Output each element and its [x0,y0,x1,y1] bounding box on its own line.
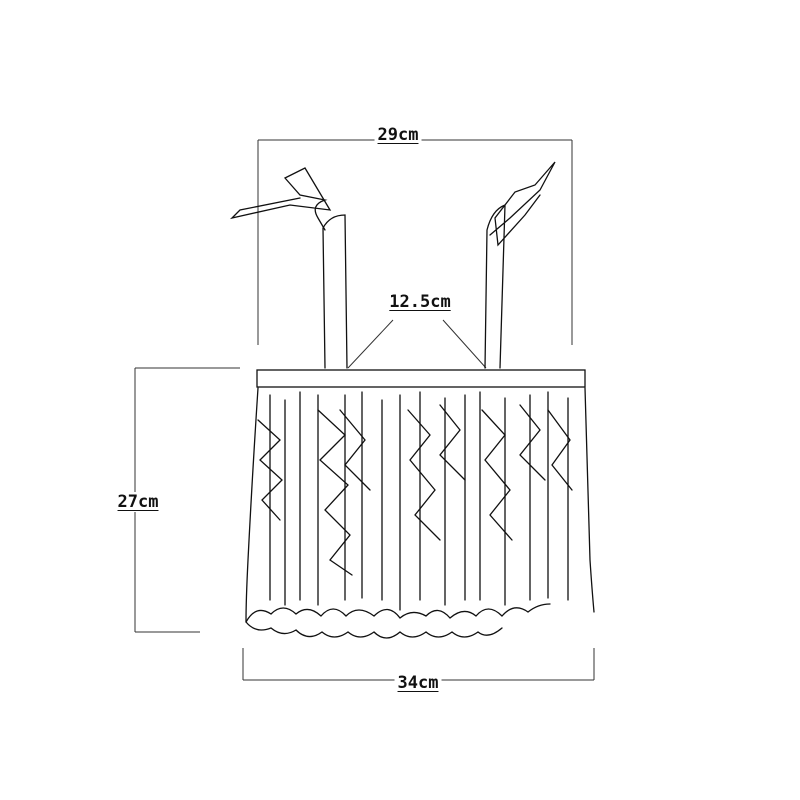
dimension-label-strap-gap: 12.5cm [386,292,454,312]
left-strap [229,167,348,369]
garment [229,161,595,639]
right-strap [484,161,556,369]
dimension-lines [134,139,595,681]
skirt-outline [245,387,595,623]
pleat-lines [269,391,569,611]
ruffle [245,603,551,639]
dim-12.5cm-leaders [347,319,487,369]
waistband [256,369,586,388]
dimension-label-height: 27cm [114,492,162,512]
dim-29cm-line [257,139,573,345]
dimension-label-width: 34cm [394,673,442,693]
dimension-label-strap-span: 29cm [374,125,422,145]
zigzag-pattern [257,404,573,576]
